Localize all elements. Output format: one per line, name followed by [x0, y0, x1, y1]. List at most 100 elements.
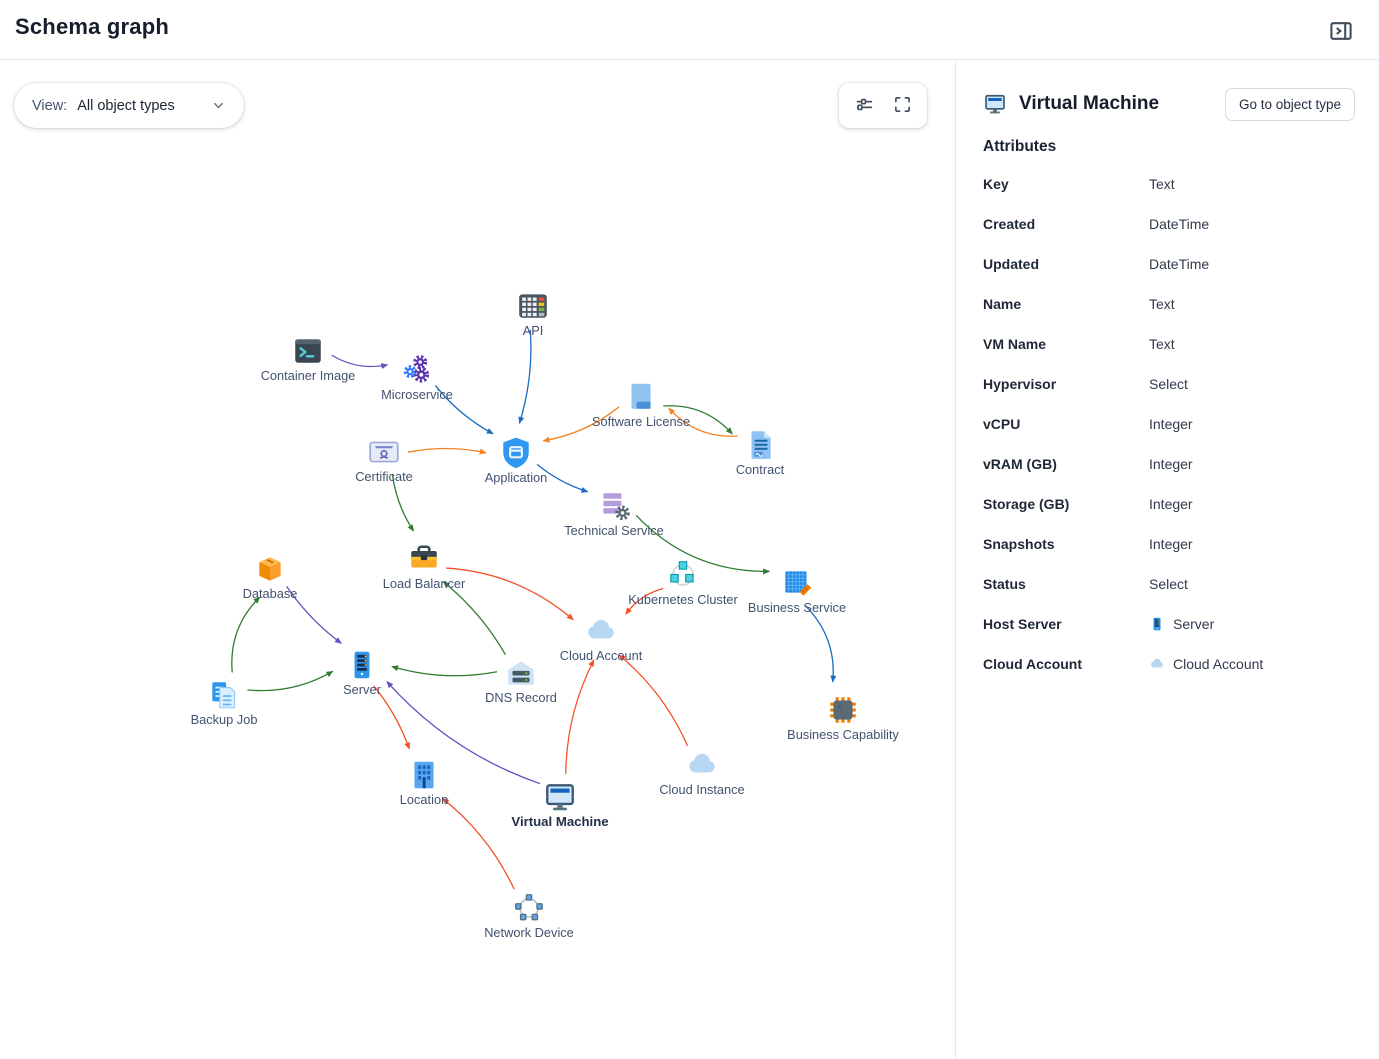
- graph-edge: [618, 654, 689, 747]
- graph-node-label: DNS Record: [485, 690, 557, 705]
- graph-node-label: Business Service: [747, 600, 847, 615]
- graph-node-label: Virtual Machine: [511, 814, 609, 829]
- database-box-icon: [253, 552, 287, 586]
- building-icon: [407, 758, 441, 792]
- backup-docs-icon: [207, 678, 241, 712]
- graph-edge: [391, 474, 415, 532]
- api-grid-icon: [516, 289, 550, 323]
- server-icon: [1149, 616, 1165, 632]
- business-grid-icon: [780, 566, 814, 600]
- panel-toggle-icon: [1329, 22, 1353, 46]
- graph-node-label: Microservice: [381, 387, 453, 402]
- attribute-name: vRAM (GB): [983, 456, 1057, 472]
- graph-node-label: Business Capability: [787, 727, 899, 742]
- attribute-name: vCPU: [983, 416, 1021, 432]
- graph-node-label: Application: [484, 470, 548, 485]
- graph-node-label: Certificate: [355, 469, 413, 484]
- fullscreen-icon: [893, 95, 912, 117]
- attribute-type: Select: [1149, 376, 1188, 392]
- graph-toolbar: [839, 83, 927, 128]
- page-header: Schema graph: [0, 0, 1379, 60]
- attribute-type: DateTime: [1149, 256, 1210, 272]
- graph-edge: [231, 596, 261, 673]
- details-panel-header: Virtual Machine Go to object type: [983, 86, 1355, 122]
- graph-edge: [247, 670, 334, 692]
- graph-edge: [668, 407, 738, 437]
- monitor-icon: [543, 780, 577, 814]
- attribute-name: Created: [983, 216, 1036, 232]
- graph-edge: [663, 405, 733, 435]
- graph-edge: [635, 514, 771, 575]
- object-type-title: Virtual Machine: [1019, 93, 1160, 114]
- graph-edge: [373, 685, 411, 750]
- attribute-name: Hypervisor: [983, 376, 1057, 392]
- attribute-type: Integer: [1149, 536, 1193, 552]
- graph-node-label: Software License: [591, 414, 691, 429]
- certificate-icon: [367, 435, 401, 469]
- graph-node-label: Kubernetes Cluster: [628, 592, 738, 607]
- details-panel: Virtual Machine Go to object type Attrib…: [957, 60, 1379, 1059]
- terminal-icon: [291, 334, 325, 368]
- cloud-icon: [685, 748, 719, 782]
- graph-node-label: Cloud Account: [559, 648, 643, 663]
- graph-node-label: Location: [399, 792, 449, 807]
- view-dropdown[interactable]: View: All object types: [14, 83, 244, 128]
- view-label: View:: [32, 97, 68, 114]
- graph-edge: [386, 681, 541, 785]
- graph-edge: [442, 581, 507, 656]
- attribute-type: Integer: [1149, 416, 1193, 432]
- dns-icon: [504, 656, 538, 690]
- attribute-type: Server: [1149, 616, 1214, 632]
- cloud-icon: [1149, 656, 1165, 672]
- attribute-row: Updated DateTime: [983, 244, 1355, 284]
- graph-edges-layer: [231, 329, 837, 890]
- attribute-type: Text: [1149, 176, 1175, 192]
- attribute-row: vCPU Integer: [983, 404, 1355, 444]
- graph-node-label: Backup Job: [190, 712, 258, 727]
- attribute-name: Status: [983, 576, 1026, 592]
- graph-node-label: Database: [242, 586, 298, 601]
- attribute-type: Text: [1149, 336, 1175, 352]
- graph-edge: [565, 659, 595, 774]
- attribute-name: Host Server: [983, 616, 1062, 632]
- attribute-row: Snapshots Integer: [983, 524, 1355, 564]
- graph-node-label: Technical Service: [564, 523, 664, 538]
- graph-edge: [625, 587, 664, 615]
- attribute-name: Key: [983, 176, 1009, 192]
- attribute-row: Host Server Server: [983, 604, 1355, 644]
- graph-settings-button[interactable]: [849, 91, 879, 121]
- fullscreen-button[interactable]: [887, 91, 917, 121]
- attribute-row: vRAM (GB)Integer: [983, 444, 1355, 484]
- attribute-name: Updated: [983, 256, 1039, 272]
- attribute-name: Snapshots: [983, 536, 1055, 552]
- graph-edge: [407, 447, 487, 455]
- attribute-type: Cloud Account: [1149, 656, 1263, 672]
- graph-node-label: Server: [343, 682, 381, 697]
- attributes-heading: Attributes: [983, 138, 1057, 155]
- go-to-object-type-button[interactable]: Go to object type: [1224, 87, 1355, 121]
- cloud-icon: [584, 614, 618, 648]
- graph-node-label: Load Balancer: [382, 576, 466, 591]
- graph-edge: [536, 463, 589, 493]
- graph-edge: [286, 585, 342, 644]
- attribute-type: Text: [1149, 296, 1175, 312]
- server-icon: [345, 648, 379, 682]
- attribute-type: Integer: [1149, 496, 1193, 512]
- service-stack-icon: [597, 489, 631, 523]
- graph-edge: [434, 385, 494, 435]
- attribute-row: Storage (GB) Integer: [983, 484, 1355, 524]
- license-page-icon: [624, 380, 658, 414]
- page-title: Schema graph: [15, 14, 170, 39]
- graph-edge: [542, 406, 620, 443]
- graph-node-label: Cloud Instance: [659, 782, 745, 797]
- attribute-name: Storage (GB): [983, 496, 1070, 512]
- graph-node-label: Container Image: [260, 368, 356, 383]
- collapse-panel-button[interactable]: [1329, 19, 1353, 43]
- graph-edge: [804, 605, 837, 683]
